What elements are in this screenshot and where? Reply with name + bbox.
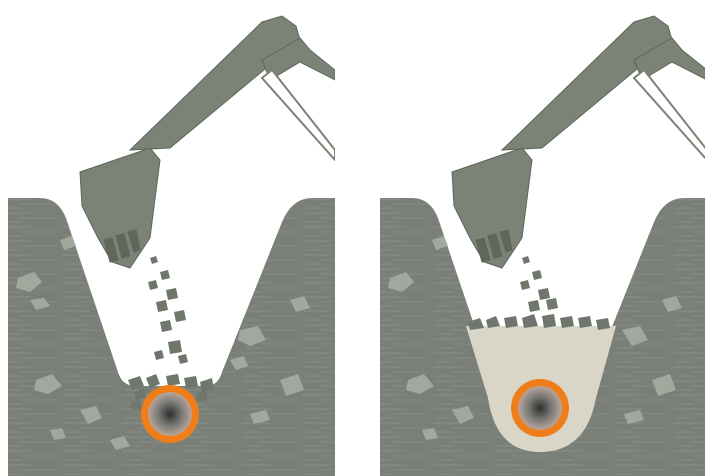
- pipe: [511, 379, 569, 437]
- pipe: [141, 385, 199, 443]
- panel-after-backfill: [372, 0, 705, 476]
- falling-gravel: [520, 256, 558, 312]
- panel-before-backfill: [0, 0, 335, 476]
- trench-illustration-right: [372, 0, 705, 476]
- trench-illustration-left: [0, 0, 335, 476]
- falling-gravel: [148, 256, 188, 364]
